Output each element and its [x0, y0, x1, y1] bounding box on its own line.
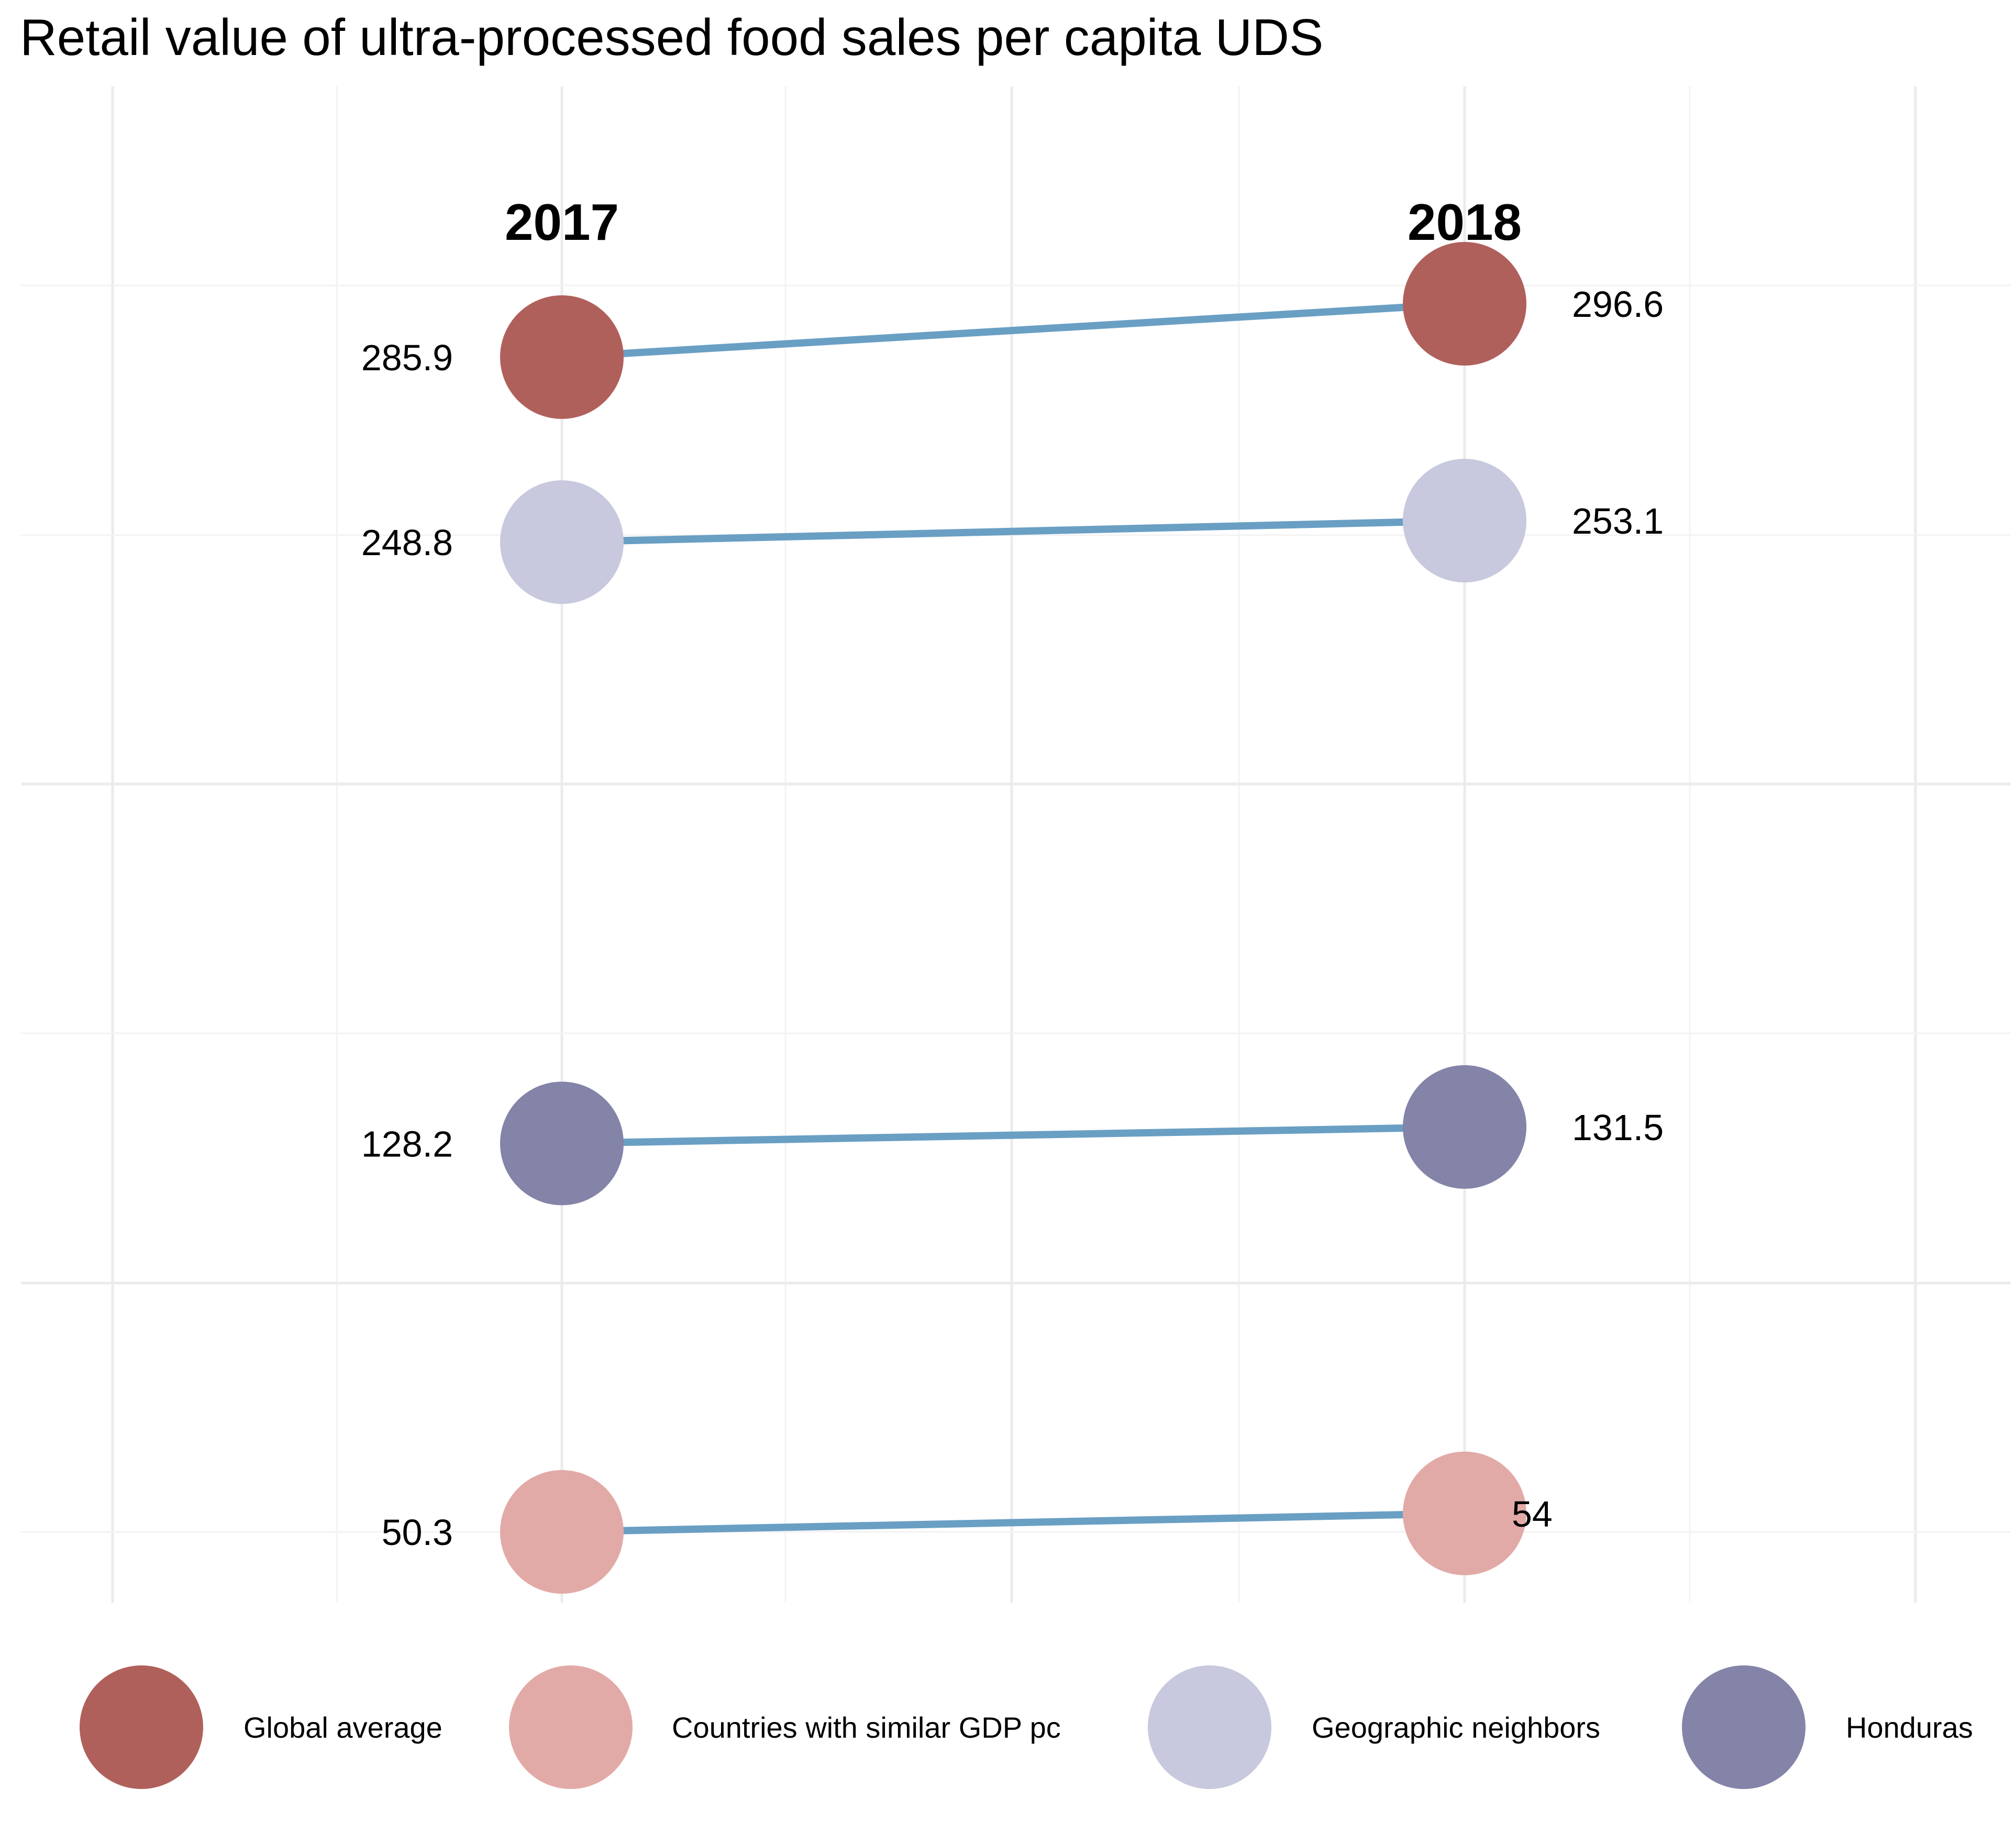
data-point: [500, 295, 624, 419]
data-point: [1403, 242, 1526, 366]
chart-title: Retail value of ultra-processed food sal…: [20, 8, 1323, 66]
year-label-2018: 2018: [1408, 193, 1522, 251]
legend-swatch: [1148, 1665, 1271, 1789]
value-label: 54: [1512, 1494, 1553, 1534]
data-points: [500, 242, 1526, 1594]
value-label: 253.1: [1572, 501, 1664, 542]
slope-line: [561, 1509, 1465, 1536]
legend-label: Countries with similar GDP pc: [672, 1711, 1061, 1744]
slope-line: [561, 300, 1465, 361]
value-labels: 285.9 296.6 50.3 54 248.8 253.1 128.2 131.5: [361, 284, 1664, 1553]
slope-line: [561, 517, 1465, 546]
value-label: 248.8: [361, 522, 453, 563]
legend-label: Global average: [243, 1711, 442, 1744]
legend-label: Honduras: [1846, 1711, 1973, 1744]
data-point: [500, 1081, 624, 1206]
data-point: [1403, 1451, 1526, 1575]
legend-swatch: [80, 1665, 203, 1789]
legend-label: Geographic neighbors: [1312, 1711, 1600, 1744]
data-point: [1403, 1065, 1526, 1189]
grid: [21, 86, 2011, 1603]
value-label: 128.2: [361, 1123, 453, 1164]
data-point: [500, 1470, 624, 1594]
value-label: 296.6: [1572, 284, 1664, 325]
legend: Global average Countries with similar GDP…: [80, 1665, 1973, 1789]
value-label: 50.3: [382, 1512, 453, 1553]
data-point: [500, 480, 624, 604]
legend-swatch: [1682, 1665, 1805, 1789]
value-label: 131.5: [1572, 1107, 1664, 1148]
data-point: [1403, 459, 1526, 583]
legend-swatch: [509, 1665, 633, 1789]
slope-line: [561, 1123, 1465, 1147]
slope-lines: [561, 300, 1465, 1536]
value-label: 285.9: [361, 337, 453, 378]
year-label-2017: 2017: [505, 193, 619, 251]
